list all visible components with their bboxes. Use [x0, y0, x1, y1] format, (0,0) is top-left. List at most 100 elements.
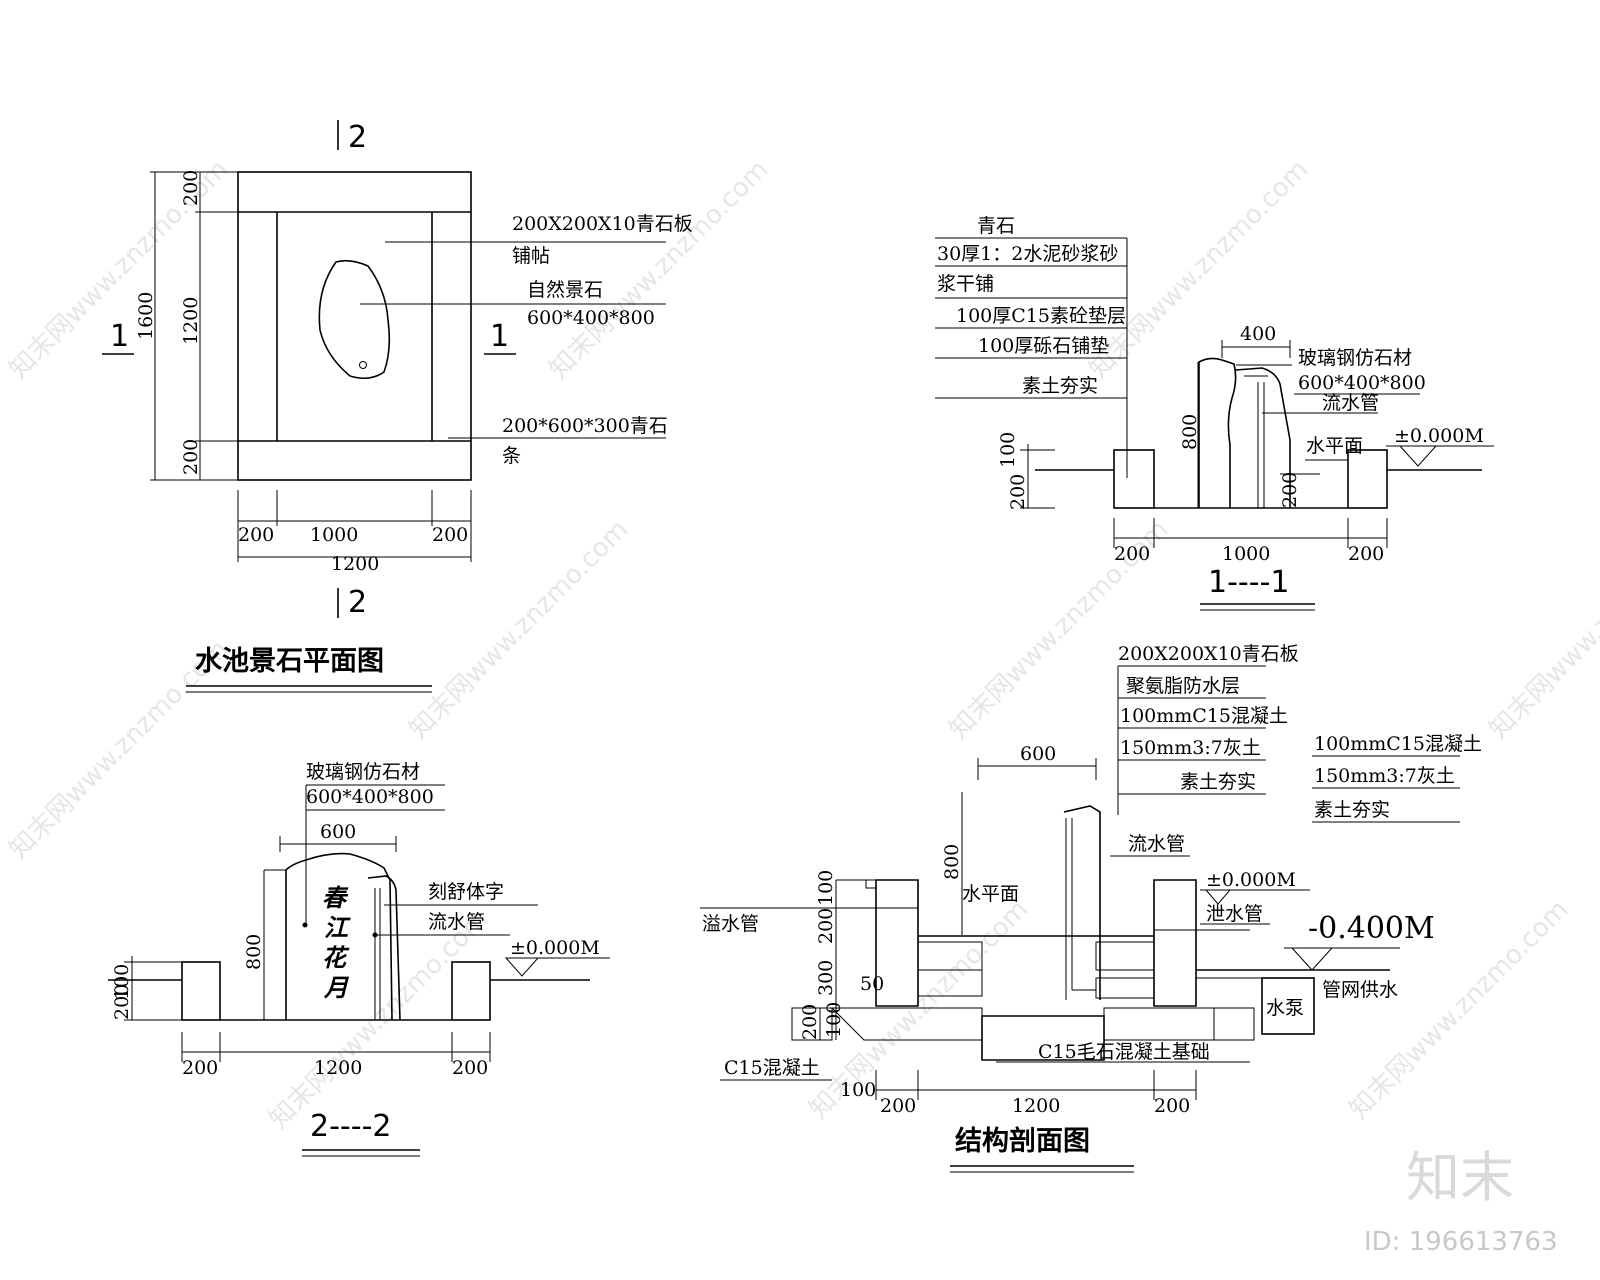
dim-1200-vertical: 1200: [180, 297, 202, 345]
carved-char-2: 江: [324, 913, 351, 942]
watermark-text: 知末网www.znzmo.com: [1484, 514, 1600, 745]
dim-200-l: 200: [880, 1095, 916, 1117]
label-pump: 水泵: [1266, 997, 1304, 1019]
carved-char-1: 春: [322, 883, 349, 912]
dim-600: 600: [1020, 743, 1056, 765]
label-frp: 玻璃钢仿石材: [306, 761, 420, 783]
dim-1200: 1200: [331, 553, 379, 575]
dim-400: 400: [1240, 323, 1276, 345]
label-water: 水平面: [962, 883, 1019, 905]
plan-view: 200X200X10青石板 铺帖 自然景石 600*400*800 200*60…: [102, 120, 693, 693]
dim-200-v: 200: [1007, 474, 1029, 510]
carved-char-3: 花: [322, 943, 350, 972]
dim-1600: 1600: [135, 292, 157, 340]
structure-section: 200X200X10青石板 聚氨脂防水层 100mmC15混凝土 150mm3:…: [700, 643, 1482, 1173]
layer-left-5: 素土夯实: [1180, 771, 1256, 793]
dim-200-l: 200: [182, 1057, 218, 1079]
wall-right: [1153, 879, 1197, 1007]
layer-left-4: 150mm3:7灰土: [1120, 737, 1261, 759]
section-mark-2-top: 2: [348, 120, 367, 155]
carved-char-4: 月: [323, 973, 349, 1002]
dim-100: 100: [997, 432, 1019, 468]
dim-200-top: 200: [180, 170, 202, 206]
section-2-2: 春 江 花 月 玻璃钢仿石材 600*400*800 刻舒体字 流水管 ±0.0…: [108, 761, 610, 1157]
section-mark-1-left: 1: [110, 319, 129, 354]
dim-200-base: 200: [799, 1004, 821, 1040]
label-pipe: 流水管: [428, 911, 485, 933]
label-pipe: 流水管: [1322, 392, 1379, 414]
curb-right: [451, 961, 491, 1021]
dim-800: 800: [941, 844, 963, 880]
structure-title: 结构剖面图: [955, 1125, 1090, 1157]
dim-200: 200: [815, 908, 837, 944]
curb-right: [1347, 449, 1388, 509]
section-mark-2-bottom: 2: [348, 585, 367, 620]
rubble-concrete-base: [981, 1015, 1105, 1061]
dim-100-foot: 100: [840, 1079, 876, 1101]
dim-1000: 1000: [310, 524, 358, 546]
frp-stone: [285, 852, 393, 1021]
dim-800: 800: [1179, 414, 1201, 450]
dim-50: 50: [860, 973, 884, 995]
label-frp: 玻璃钢仿石材: [1298, 347, 1412, 369]
dim-200-r: 200: [1348, 543, 1384, 565]
dim-1200: 1200: [1012, 1095, 1060, 1117]
section-mark-1-right: 1: [490, 319, 509, 354]
dim-100-base: 100: [823, 1002, 845, 1038]
section-1-1-title: 1----1: [1208, 565, 1289, 600]
dim-600: 600: [320, 821, 356, 843]
elevation-0: ±0.000M: [510, 937, 600, 959]
layer-left-1: 200X200X10青石板: [1118, 643, 1299, 665]
brand-logo: 知末: [1406, 1146, 1514, 1209]
curb-left: [1113, 449, 1155, 509]
dim-200-right: 200: [432, 524, 468, 546]
section-2-2-title: 2----2: [310, 1109, 391, 1144]
layer-right-1: 100mmC15混凝土: [1314, 733, 1482, 755]
natural-stone-shape: [318, 259, 391, 380]
section-1-1: 青石 30厚1：2水泥砂浆砂 浆干铺 100厚C15素砼垫层 100厚砾石铺垫 …: [935, 215, 1494, 611]
label-stone: 自然景石: [527, 279, 603, 301]
watermark-text: 知末网www.znzmo.com: [544, 154, 775, 385]
watermark-text: 知末网www.znzmo.com: [404, 514, 635, 745]
pool-outline: [237, 171, 472, 481]
label-frp-size: 600*400*800: [306, 786, 434, 808]
dim-200-left: 200: [238, 524, 274, 546]
dim-200-l: 200: [1114, 543, 1150, 565]
layer-right-2: 150mm3:7灰土: [1314, 765, 1455, 787]
dim-1200: 1200: [314, 1057, 362, 1079]
dim-200-bottom: 200: [180, 439, 202, 475]
frp-stone: [1198, 357, 1237, 508]
layer-5: 100厚砾石铺垫: [978, 335, 1109, 357]
label-pipe: 流水管: [1128, 833, 1185, 855]
curb-left: [181, 961, 221, 1021]
dim-100: 100: [815, 870, 837, 906]
label-stone-size: 600*400*800: [527, 307, 655, 329]
watermark-text: 知末网www.znzmo.com: [1084, 154, 1315, 385]
layer-right-3: 素土夯实: [1314, 799, 1390, 821]
elevation-0: ±0.000M: [1206, 869, 1296, 891]
label-paving: 200X200X10青石板: [512, 213, 693, 235]
label-paving-2: 铺帖: [512, 245, 550, 267]
pump-box: [1261, 977, 1315, 1035]
layer-4: 100厚C15素砼垫层: [956, 305, 1126, 327]
layer-left-2: 聚氨脂防水层: [1126, 675, 1240, 697]
dim-200-pool: 200: [1279, 472, 1301, 508]
wall-left: [875, 879, 919, 1007]
dim-200-r: 200: [1154, 1095, 1190, 1117]
elevation-0: ±0.000M: [1394, 425, 1484, 447]
layer-left-3: 100mmC15混凝土: [1120, 705, 1288, 727]
layer-6: 素土夯实: [1022, 375, 1098, 397]
layer-3: 浆干铺: [937, 273, 994, 295]
label-drain: 泄水管: [1206, 903, 1263, 925]
dim-200-v: 200: [111, 984, 133, 1020]
dim-200-r: 200: [452, 1057, 488, 1079]
plan-title: 水池景石平面图: [195, 646, 384, 677]
brand-id: ID: 196613763: [1364, 1227, 1558, 1257]
layer-2: 30厚1：2水泥砂浆砂: [937, 243, 1118, 265]
label-supply: 管网供水: [1322, 979, 1398, 1001]
label-water: 水平面: [1306, 435, 1363, 457]
label-font: 刻舒体字: [428, 881, 504, 903]
dim-800: 800: [243, 934, 265, 970]
label-base: C15毛石混凝土基础: [1038, 1041, 1210, 1063]
